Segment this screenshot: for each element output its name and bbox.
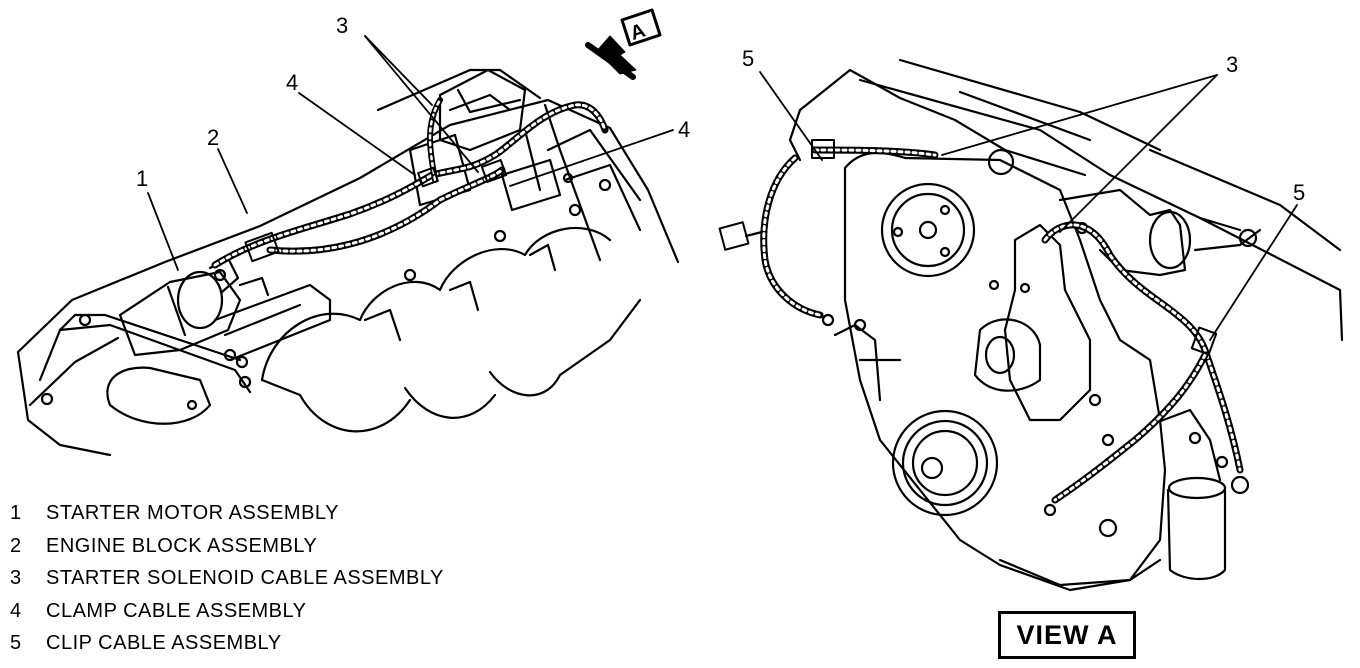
right-starter-solenoid-cable	[718, 139, 1250, 504]
left-starter-solenoid-cable	[211, 97, 609, 269]
right-leader-lines	[759, 71, 1298, 341]
legend-number: 4	[10, 599, 22, 622]
legend-number: 2	[10, 534, 22, 557]
callout-2: 2	[207, 125, 219, 150]
right-callouts: 5 3 5	[742, 46, 1305, 205]
legend-number: 1	[10, 502, 22, 524]
callout-5-right: 5	[1293, 180, 1305, 205]
legend-item: 2 ENGINE BLOCK ASSEMBLY	[10, 530, 444, 563]
left-callouts: 1 2 3 4 4	[136, 13, 690, 191]
legend-label: STARTER MOTOR ASSEMBLY	[46, 502, 339, 524]
legend-item: 4 CLAMP CABLE ASSEMBLY	[10, 595, 444, 628]
legend-label: STARTER SOLENOID CABLE ASSEMBLY	[46, 567, 444, 589]
legend-label: ENGINE BLOCK ASSEMBLY	[46, 534, 318, 557]
callout-1: 1	[136, 166, 148, 191]
legend-label: CLAMP CABLE ASSEMBLY	[46, 599, 307, 622]
legend-number: 3	[10, 567, 22, 589]
callout-3: 3	[336, 13, 348, 38]
right-engine-front-drawing	[788, 58, 1344, 592]
left-leader-lines	[147, 35, 674, 271]
left-engine-block-drawing	[16, 68, 680, 457]
legend-number: 5	[10, 632, 22, 654]
legend-label: CLIP CABLE ASSEMBLY	[46, 632, 282, 654]
callout-4-right: 4	[678, 117, 690, 142]
legend-item: 1 STARTER MOTOR ASSEMBLY	[10, 497, 444, 530]
parts-legend: 1 STARTER MOTOR ASSEMBLY 2 ENGINE BLOCK AS…	[10, 497, 444, 660]
view-a-direction-arrow	[585, 8, 662, 80]
view-a-label: VIEW A	[998, 611, 1136, 659]
legend-item: 3 STARTER SOLENOID CABLE ASSEMBLY	[10, 562, 444, 595]
callout-4-left: 4	[286, 70, 298, 95]
view-a-marker-letter: A	[628, 19, 649, 44]
callout-5-top: 5	[742, 46, 754, 71]
view-a-label-text: VIEW A	[1016, 619, 1118, 650]
legend-item: 5 CLIP CABLE ASSEMBLY	[10, 627, 444, 660]
callout-3-right: 3	[1226, 52, 1238, 77]
